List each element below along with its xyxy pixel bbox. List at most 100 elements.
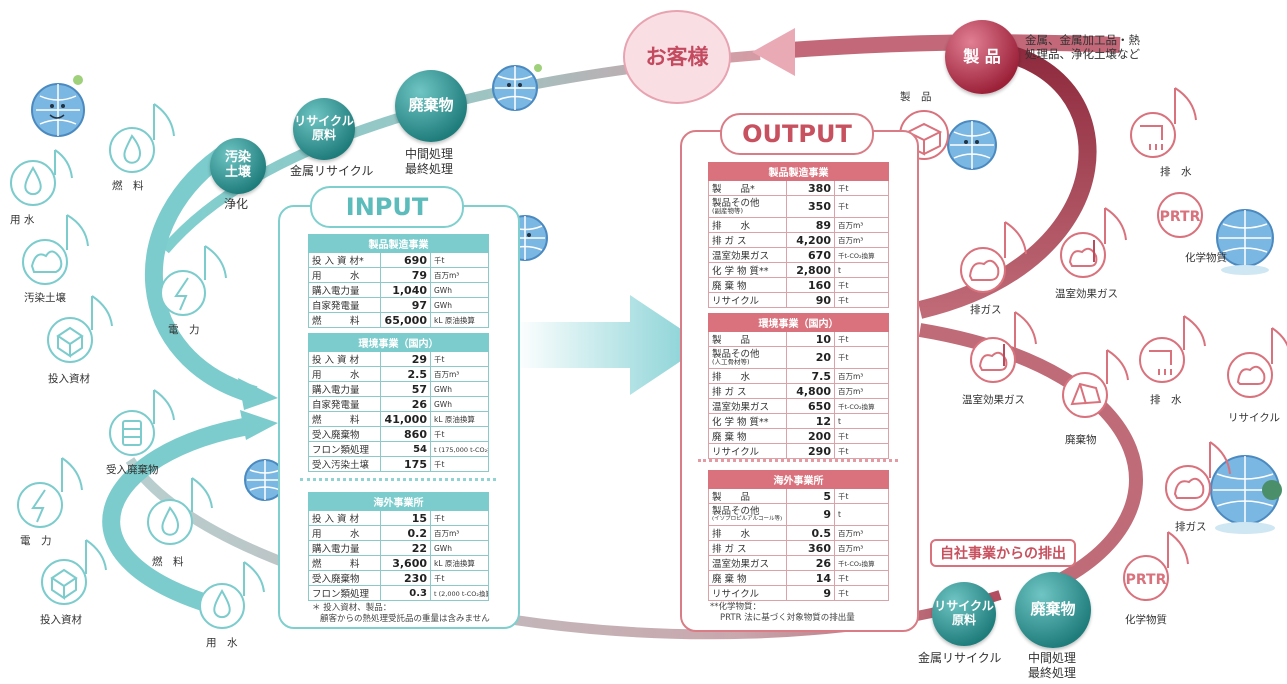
icon-label-water: 用 水 xyxy=(10,214,35,226)
bottom-waste-treatment-caption: 中間処理 最終処理 xyxy=(1028,651,1077,680)
water-drop-icon xyxy=(199,561,265,629)
self-emission-label: 自社事業からの排出 xyxy=(930,539,1076,567)
water-drop-icon xyxy=(10,149,73,206)
product-circle: 製 品 xyxy=(945,20,1019,94)
icon-label-material: 投入資材 xyxy=(48,373,90,385)
table-header: 海外事業所 xyxy=(707,470,890,489)
output-title: OUTPUT xyxy=(720,113,874,155)
product-circle-label: 製 品 xyxy=(963,46,1001,66)
bottom-waste-circle: 廃棄物 xyxy=(1015,572,1091,648)
thermometer-icon xyxy=(970,311,1037,383)
material-icon xyxy=(47,295,113,363)
table-header: 製品製造事業 xyxy=(708,162,889,181)
recycle-cloud-icon xyxy=(1227,327,1287,398)
waste-treatment-caption: 中間処理 最終処理 xyxy=(405,147,454,176)
input-footnote: ＊ 投入資材、製品： 顧客からの熱処理受託品の重量は含みません xyxy=(312,603,490,625)
globe-mascot-icon xyxy=(947,120,997,170)
output-label-wastewater: 排 水 xyxy=(1160,166,1192,178)
faucet-icon xyxy=(1130,87,1197,158)
output-label-waste: 廃棄物 xyxy=(1065,434,1097,446)
output-label-wastewater-2: 排 水 xyxy=(1150,394,1182,406)
output-label-ghg-2: 温室効果ガス xyxy=(962,394,1025,406)
prtr-icon: PRTR xyxy=(1123,531,1189,601)
flame-icon xyxy=(147,477,213,545)
input-dotted-separator xyxy=(300,478,496,481)
drum-icon xyxy=(109,389,175,456)
thermometer-icon xyxy=(1060,207,1127,278)
output-product-icon-label: 製 品 xyxy=(900,91,932,103)
purification-caption: 浄化 xyxy=(224,197,249,211)
table-header: 製品製造事業 xyxy=(308,234,489,253)
icon-label-water-2: 用 水 xyxy=(206,637,238,649)
output-label-chemicals-2: 化学物質 xyxy=(1125,614,1167,626)
customer-label: お客様 xyxy=(645,44,709,69)
output-dotted-separator xyxy=(698,459,898,462)
bottom-recycle-material-circle: リサイクル原料 xyxy=(932,582,996,646)
input-swirl-upper xyxy=(144,142,258,404)
product-description: 金属、金属加工品・熱 処理品、浄化土壌など xyxy=(1025,33,1140,62)
table-header: 環境事業（国内） xyxy=(307,333,490,352)
lightning-icon xyxy=(160,245,227,316)
icon-label-received-waste: 受入廃棄物 xyxy=(106,464,159,476)
gas-icon xyxy=(960,221,1027,293)
output-label-ghg: 温室効果ガス xyxy=(1055,288,1118,300)
icon-label-material-2: 投入資材 xyxy=(40,614,82,626)
icon-label-power-2: 電 力 xyxy=(20,535,52,547)
icon-label-power: 電 力 xyxy=(168,324,200,336)
customer-arrowhead xyxy=(752,28,795,76)
table-header: 海外事業所 xyxy=(307,492,490,511)
metal-recycle-caption: 金属リサイクル xyxy=(290,164,374,178)
svg-text:PRTR: PRTR xyxy=(1126,572,1167,588)
table-header: 環境事業（国内） xyxy=(707,313,890,332)
globe-mascot-icon xyxy=(1216,209,1274,275)
gas-icon xyxy=(1165,441,1231,511)
input-title: INPUT xyxy=(310,186,464,228)
customer-circle: お客様 xyxy=(623,10,731,104)
icon-label-fuel: 燃 料 xyxy=(112,180,144,192)
icon-label-fuel-2: 燃 料 xyxy=(152,556,184,568)
globe-mascot-icon xyxy=(492,64,542,111)
output-label-exhaust-gas-2: 排ガス xyxy=(1175,521,1207,533)
flame-icon xyxy=(109,103,175,173)
output-footnote: **化学物質： PRTR 法に基づく対象物質の排出量 xyxy=(710,602,855,624)
